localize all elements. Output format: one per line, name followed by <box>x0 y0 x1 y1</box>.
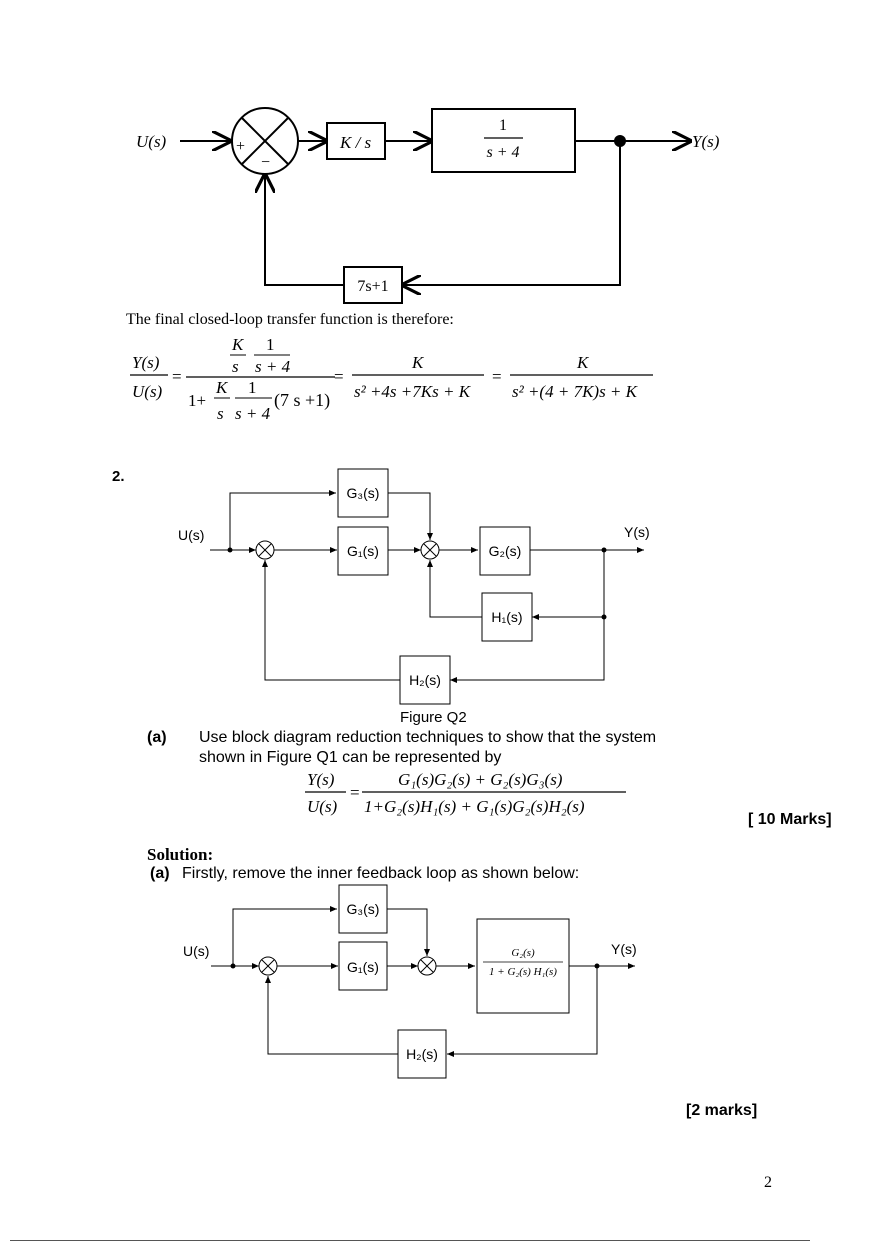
svg-text:s + 4: s + 4 <box>255 357 291 376</box>
solution-heading: Solution: <box>147 845 214 864</box>
svg-text:1+G₂(s)H₁(s) + G₁(s)G₂(s)H₂(s): 1+G₂(s)H₁(s) + G₁(s)G₂(s)H₂(s) <box>364 797 585 816</box>
svg-text:=: = <box>492 367 502 386</box>
d3-output-label: Y(s) <box>611 941 637 957</box>
q2-g3-block <box>337 468 389 518</box>
svg-text:Y(s): Y(s) <box>307 770 335 789</box>
svg-text:1: 1 <box>248 378 257 397</box>
svg-text:s² +(4 + 7K)s + K: s² +(4 + 7K)s + K <box>512 382 639 401</box>
block-diagram-1: U(s) + − K / s 1 s + 4 Y(s) 7s+1 <box>136 107 720 304</box>
d1-plant-block <box>431 108 576 173</box>
svg-text:K: K <box>576 353 590 372</box>
svg-text:s: s <box>232 357 239 376</box>
svg-text:1+: 1+ <box>188 391 206 410</box>
block-diagram-reduced: U(s) Y(s) G₁(s) G₂(s) 1 + G₂(s) H₁(s) G₃… <box>183 884 637 1079</box>
q2-h1-block <box>481 592 533 642</box>
question-marks: [ 10 Marks] <box>748 811 832 828</box>
svg-text:Y(s): Y(s) <box>132 353 160 372</box>
d3-g3-block <box>338 884 388 934</box>
q2-g1-block <box>337 526 389 576</box>
q2-h2-block <box>399 655 451 705</box>
svg-text:G₃(s): G₃(s) <box>347 901 380 917</box>
q2-summing-junction-2 <box>420 540 440 560</box>
svg-text:U(s): U(s) <box>307 797 338 816</box>
svg-text:+: + <box>236 138 245 155</box>
solution-part-a-label: (a) <box>150 865 170 882</box>
svg-text:G₂(s): G₂(s) <box>489 543 522 559</box>
d1-summing-junction: + − <box>231 107 299 175</box>
page-number: 2 <box>764 1174 772 1191</box>
footer-rule <box>10 1240 810 1241</box>
q2-input-label: U(s) <box>178 527 204 543</box>
block-diagram-q2: U(s) Y(s) G₁(s) G₂(s) G₃(s) H₁(s) H₂(s) <box>178 468 650 705</box>
d3-summing-junction-1 <box>258 956 278 976</box>
solution-marks: [2 marks] <box>686 1102 758 1119</box>
svg-text:G₃(s): G₃(s) <box>347 485 380 501</box>
part-a-text-line2: shown in Figure Q1 can be represented by <box>199 749 502 766</box>
svg-text:K: K <box>231 335 245 354</box>
svg-text:H₂(s): H₂(s) <box>406 1046 438 1062</box>
svg-text:K: K <box>411 353 425 372</box>
figure-caption: Figure Q2 <box>400 709 467 726</box>
equation-1: Y(s) U(s) = K s 1 s + 4 1+ K s 1 s + 4 (… <box>130 335 653 423</box>
svg-text:s + 4: s + 4 <box>235 404 271 423</box>
svg-text:G₂(s): G₂(s) <box>511 947 535 959</box>
svg-text:H₂(s): H₂(s) <box>409 672 441 688</box>
question-number: 2. <box>112 468 125 485</box>
equation-q2: Y(s) U(s) = G₁(s)G₂(s) + G₂(s)G₃(s) 1+G₂… <box>305 770 626 816</box>
d1-gain-label: K / s <box>339 133 372 152</box>
svg-text:=: = <box>334 367 344 386</box>
svg-text:U(s): U(s) <box>132 382 163 401</box>
solution-part-a-text: Firstly, remove the inner feedback loop … <box>182 865 580 882</box>
svg-text:G₁(s): G₁(s) <box>347 959 379 975</box>
svg-text:1: 1 <box>499 117 507 134</box>
part-a-text-line1: Use block diagram reduction techniques t… <box>199 729 657 746</box>
svg-text:7s+1: 7s+1 <box>357 278 388 295</box>
svg-text:=: = <box>172 367 182 386</box>
d1-gain-block <box>326 122 386 160</box>
svg-text:1: 1 <box>266 335 275 354</box>
d3-input-label: U(s) <box>183 943 209 959</box>
d3-h2-block <box>397 1029 447 1079</box>
part-a-label: (a) <box>147 729 167 746</box>
svg-text:−: − <box>261 154 270 171</box>
svg-text:s² +4s +7Ks + K: s² +4s +7Ks + K <box>354 382 472 401</box>
d3-combined-block <box>476 918 570 1014</box>
q2-output-label: Y(s) <box>624 524 650 540</box>
closed-loop-text: The final closed-loop transfer function … <box>126 311 454 328</box>
svg-text:s + 4: s + 4 <box>486 144 519 161</box>
svg-text:(7 s +1): (7 s +1) <box>274 390 330 411</box>
svg-text:s: s <box>217 404 224 423</box>
svg-text:=: = <box>350 783 360 802</box>
d3-g1-block <box>338 941 388 991</box>
q2-summing-junction-1 <box>255 540 275 560</box>
svg-text:1 + G₂(s) H₁(s): 1 + G₂(s) H₁(s) <box>489 966 557 978</box>
svg-text:H₁(s): H₁(s) <box>491 609 522 625</box>
q2-g2-block <box>479 526 531 576</box>
svg-text:G₁(s)G₂(s) + G₂(s)G₃(s): G₁(s)G₂(s) + G₂(s)G₃(s) <box>398 770 563 789</box>
d1-output-label: Y(s) <box>692 132 720 151</box>
svg-text:K: K <box>215 378 229 397</box>
svg-text:G₁(s): G₁(s) <box>347 543 379 559</box>
d3-summing-junction-2 <box>417 956 437 976</box>
d1-input-label: U(s) <box>136 132 167 151</box>
